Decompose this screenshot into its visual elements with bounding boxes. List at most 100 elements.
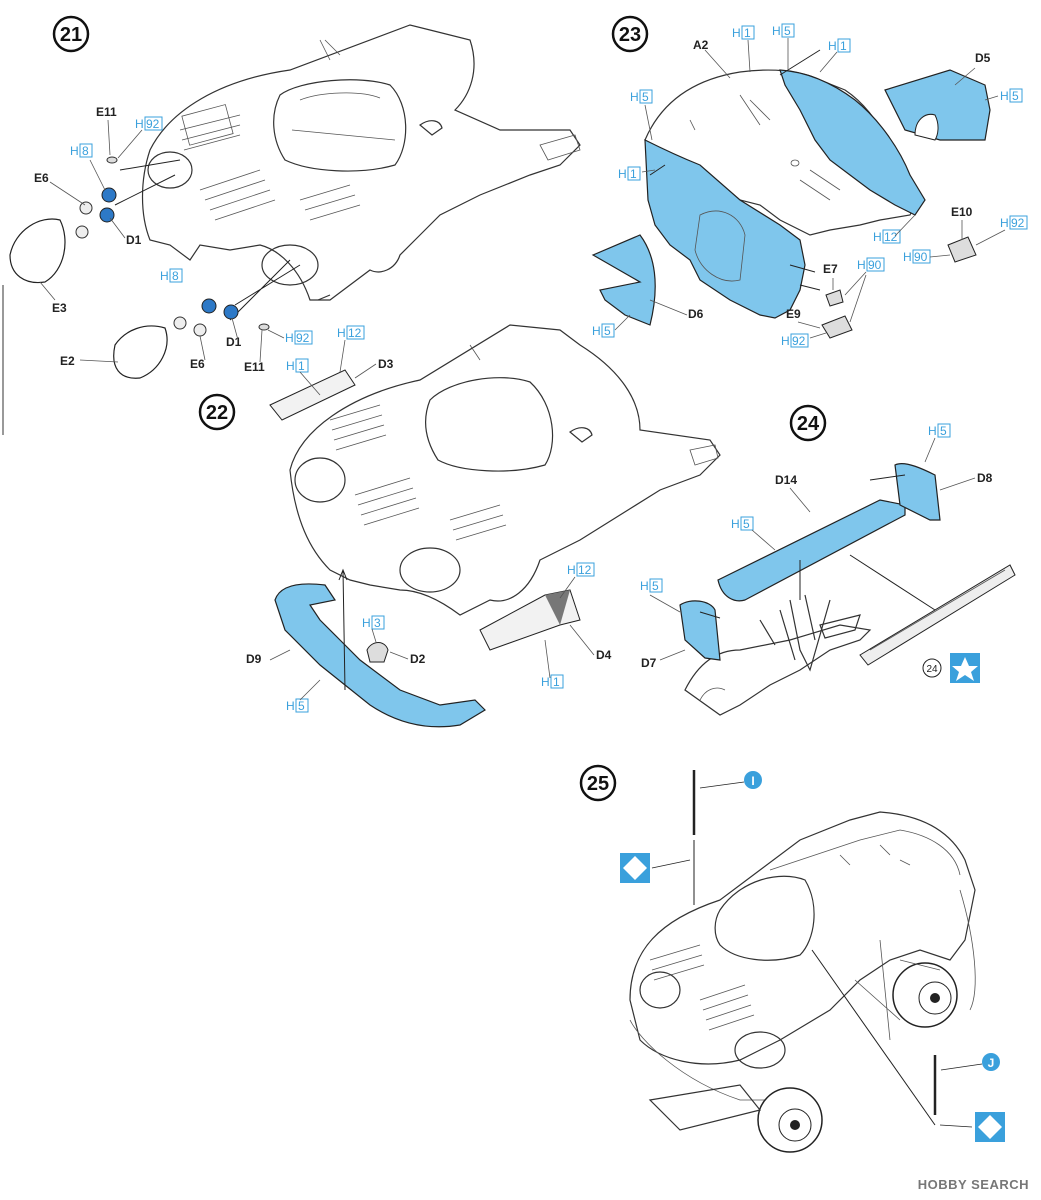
d1-part-mid-a <box>201 298 217 314</box>
d14-wing <box>717 499 906 602</box>
step-23-circle <box>611 15 649 53</box>
star-icon <box>950 653 980 683</box>
label-d8: D8 <box>977 471 993 485</box>
step-25-circle <box>579 764 617 802</box>
svg-text:H: H <box>362 616 371 630</box>
svg-text:H: H <box>160 269 169 283</box>
label-h92-mid: H 92 <box>285 330 313 345</box>
label-e11-top: E11 <box>96 105 117 119</box>
svg-text:H: H <box>828 39 837 53</box>
svg-text:5: 5 <box>298 699 305 713</box>
rear-wheel <box>892 962 958 1028</box>
e7-part <box>825 289 844 307</box>
svg-text:92: 92 <box>146 117 160 131</box>
svg-text:H: H <box>1000 89 1009 103</box>
label-h92-23b: H 92 <box>781 333 809 348</box>
label-d14: D14 <box>775 473 797 487</box>
svg-text:1: 1 <box>553 675 560 689</box>
label-e7: E7 <box>823 262 838 276</box>
svg-text:H: H <box>618 167 627 181</box>
svg-text:1: 1 <box>744 26 751 40</box>
d2-part <box>366 642 389 663</box>
label-d4: D4 <box>596 648 612 662</box>
step-25-car <box>629 811 976 1153</box>
svg-text:3: 3 <box>374 616 381 630</box>
d9-part <box>274 583 486 728</box>
label-d9: D9 <box>246 652 262 666</box>
d1-part-top-a <box>101 187 117 203</box>
label-h5-23b: H 5 <box>1000 88 1023 103</box>
label-e11-mid: E11 <box>244 360 265 374</box>
d5-opening <box>914 113 939 141</box>
label-h3-22: H 3 <box>362 615 385 630</box>
label-h1-23b: H 1 <box>828 38 851 53</box>
e6-part-top-a <box>79 201 93 215</box>
e9-part <box>821 315 853 339</box>
watermark: HOBBY SEARCH <box>918 1177 1029 1192</box>
label-d5: D5 <box>975 51 991 65</box>
e6-part-top-b <box>75 225 89 239</box>
label-d1-mid: D1 <box>226 335 242 349</box>
svg-text:92: 92 <box>792 334 806 348</box>
svg-text:H: H <box>286 699 295 713</box>
e6-part-mid-a <box>173 316 187 330</box>
label-d1-top: D1 <box>126 233 142 247</box>
step-25: 25 I <box>579 764 1005 1153</box>
diamond-icon-bottom <box>975 1112 1005 1142</box>
svg-text:H: H <box>567 563 576 577</box>
svg-text:5: 5 <box>940 424 947 438</box>
label-d2: D2 <box>410 652 426 666</box>
label-h8-mid: H 8 <box>160 268 183 283</box>
step-21-circle <box>52 15 90 53</box>
step-24-number: 24 <box>797 413 820 435</box>
svg-text:H: H <box>781 334 790 348</box>
svg-text:92: 92 <box>1011 216 1025 230</box>
svg-text:90: 90 <box>914 250 928 264</box>
e11-part-top <box>106 156 118 164</box>
a2-left-side-blue <box>644 139 806 319</box>
svg-text:12: 12 <box>884 230 898 244</box>
d8-endplate <box>894 463 941 521</box>
label-e9: E9 <box>786 307 801 321</box>
e3-lens <box>9 218 66 284</box>
svg-text:H: H <box>857 258 866 272</box>
label-h5-23a: H 5 <box>772 23 795 38</box>
watermark-text: HOBBY SEARCH <box>917 1177 1029 1192</box>
label-h12-22a: H 12 <box>337 325 365 340</box>
svg-text:H: H <box>337 326 346 340</box>
svg-text:H: H <box>903 250 912 264</box>
step-21-car-body <box>141 24 581 301</box>
step-22-car-body <box>289 324 721 616</box>
label-h5-23c: H 5 <box>630 89 653 104</box>
svg-text:H: H <box>630 90 639 104</box>
label-a2: A2 <box>693 38 709 52</box>
svg-text:5: 5 <box>784 24 791 38</box>
e6-part-mid-b <box>193 323 207 337</box>
svg-text:H: H <box>731 517 740 531</box>
label-h1-23c: H 1 <box>618 166 641 181</box>
d6-part <box>591 234 656 326</box>
wing-decal-strip <box>859 564 1016 666</box>
label-h92-top: H 92 <box>135 116 163 131</box>
d7-endplate <box>679 600 721 661</box>
label-h90-23b: H 90 <box>857 257 885 272</box>
label-h5-24a: H 5 <box>928 423 951 438</box>
svg-text:H: H <box>1000 216 1009 230</box>
a2-right-side-blue <box>779 69 926 216</box>
label-h5-24c: H 5 <box>640 578 663 593</box>
label-h1-23a: H 1 <box>732 25 755 40</box>
d1-part-mid-b <box>223 304 239 320</box>
svg-text:5: 5 <box>743 517 750 531</box>
label-e6-mid: E6 <box>190 357 205 371</box>
label-h92-23: H 92 <box>1000 215 1028 230</box>
ref-circle-24 <box>922 658 942 678</box>
step-23: 23 A2 H 1 H 5 H 1 <box>591 15 1028 348</box>
svg-text:90: 90 <box>868 258 882 272</box>
label-j-badge <box>982 1053 1000 1071</box>
svg-text:H: H <box>873 230 882 244</box>
svg-text:12: 12 <box>348 326 362 340</box>
label-i: I <box>751 774 754 788</box>
svg-text:5: 5 <box>604 324 611 338</box>
svg-text:8: 8 <box>172 269 179 283</box>
